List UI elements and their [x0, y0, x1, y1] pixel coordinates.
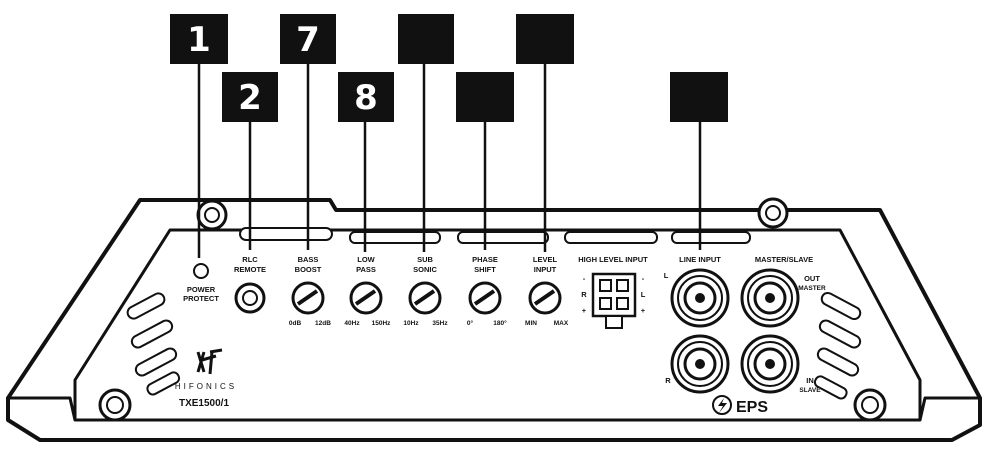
- callout-number: 8: [354, 78, 378, 118]
- hl-minus-right: -: [642, 274, 645, 283]
- low-min: 40Hz: [344, 320, 360, 327]
- rlc-remote-jack: RLC REMOTE: [234, 255, 266, 314]
- hl-plus-left: +: [582, 306, 587, 315]
- line-l-label: L: [664, 271, 669, 280]
- power-label: POWER: [187, 285, 216, 294]
- sub-label: SUB: [417, 255, 433, 264]
- phase-max: 180°: [493, 319, 507, 327]
- rca-jack-line-l[interactable]: [670, 268, 730, 328]
- phase-min: 0°: [467, 319, 474, 327]
- master-label: MASTER: [798, 285, 826, 292]
- power-protect-led: POWER PROTECT: [183, 263, 219, 303]
- sonic-label: SONIC: [413, 265, 437, 274]
- right-vents: [813, 291, 862, 400]
- bass-boost-knob[interactable]: BASS BOOST 0dB 12dB: [289, 255, 331, 327]
- leader-lines: [197, 62, 702, 258]
- level-min: MIN: [525, 320, 537, 327]
- rlc-label: RLC: [242, 255, 258, 264]
- screw: [98, 388, 132, 422]
- callout-8: 8: [338, 72, 394, 122]
- sub-sonic-knob[interactable]: SUB SONIC 10Hz 35Hz: [403, 255, 448, 327]
- callout-phase-shift: [456, 72, 514, 122]
- amplifier-chassis: [6, 198, 982, 442]
- rca-section: LINE INPUT MASTER/SLAVE L R OUT MASTER I…: [664, 255, 826, 394]
- out-label: OUT: [804, 274, 820, 283]
- bass-label: BASS: [298, 255, 319, 264]
- bass-max: 12dB: [315, 320, 331, 327]
- protect-label: PROTECT: [183, 294, 219, 303]
- slave-label: SLAVE: [799, 387, 821, 394]
- brand-label: HIFONICS: [175, 382, 237, 391]
- level-max: MAX: [554, 320, 569, 327]
- callout-level-input: [516, 14, 574, 64]
- eps-logo: EPS: [712, 395, 768, 416]
- callout-number: 7: [296, 20, 320, 60]
- master-slave-label: MASTER/SLAVE: [755, 255, 813, 264]
- remote-label: REMOTE: [234, 265, 266, 274]
- rca-jack-line-r[interactable]: [670, 334, 730, 394]
- shift-label: SHIFT: [474, 265, 496, 274]
- callout-2: 2: [222, 72, 278, 122]
- hl-l: L: [641, 290, 646, 299]
- phase-label: PHASE: [472, 255, 498, 264]
- pass-label: PASS: [356, 265, 376, 274]
- callout-number: 2: [238, 78, 262, 118]
- callout-number: 1: [187, 20, 211, 60]
- input-label: INPUT: [534, 265, 557, 274]
- callout-1: 1: [170, 14, 228, 64]
- low-label: LOW: [357, 255, 375, 264]
- in-label: IN: [806, 376, 814, 385]
- level-label: LEVEL: [533, 255, 558, 264]
- hl-minus-left: -: [583, 274, 586, 283]
- callout-7: 7: [280, 14, 336, 64]
- rca-jack-in-slave[interactable]: [740, 334, 800, 394]
- hl-r: R: [581, 290, 587, 299]
- phase-shift-knob[interactable]: PHASE SHIFT 0° 180°: [467, 255, 507, 327]
- left-vents: [126, 292, 181, 396]
- lightning-icon: [718, 398, 727, 413]
- line-r-label: R: [665, 376, 671, 385]
- screw: [757, 197, 789, 229]
- hifonics-logo: HIFONICS TXE1500/1: [175, 348, 237, 409]
- sub-min: 10Hz: [403, 320, 419, 327]
- high-level-label: HIGH LEVEL INPUT: [578, 255, 648, 264]
- eps-label: EPS: [736, 399, 768, 416]
- level-input-knob[interactable]: LEVEL INPUT MIN MAX: [525, 255, 569, 327]
- boost-label: BOOST: [295, 265, 322, 274]
- callout-sub-sonic: [398, 14, 454, 64]
- screw: [853, 388, 887, 422]
- rca-jack-out-master[interactable]: [740, 268, 800, 328]
- low-pass-knob[interactable]: LOW PASS 40Hz 150Hz: [344, 255, 391, 327]
- bass-min: 0dB: [289, 320, 302, 327]
- hl-plus-right: +: [641, 306, 646, 315]
- line-input-label: LINE INPUT: [679, 255, 721, 264]
- model-label: TXE1500/1: [179, 398, 229, 409]
- callout-line-input: [670, 72, 728, 122]
- high-level-input-connector: HIGH LEVEL INPUT - R + - L +: [578, 255, 648, 329]
- low-max: 150Hz: [372, 320, 392, 327]
- sub-max: 35Hz: [432, 320, 448, 327]
- screw: [196, 199, 228, 231]
- hf-logo-icon: [196, 348, 223, 375]
